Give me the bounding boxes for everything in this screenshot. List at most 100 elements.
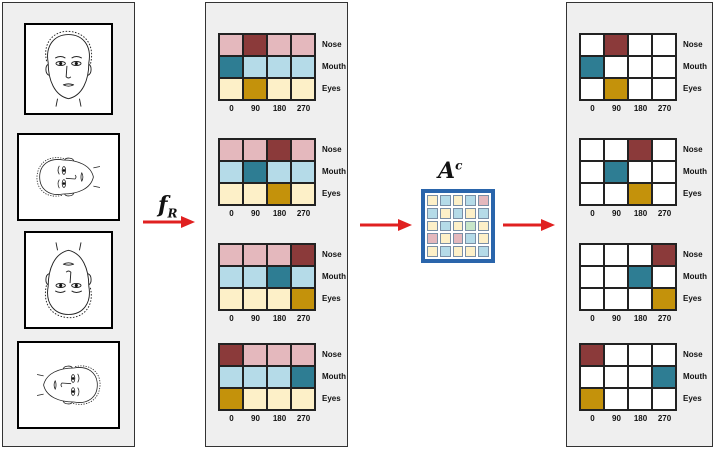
col-label-180: 180	[633, 104, 648, 113]
ac-matrix-cell	[452, 220, 464, 232]
grid-cell-eyes-1	[243, 78, 267, 100]
grid-cell-nose-1	[243, 344, 267, 366]
col-label-270: 270	[657, 414, 672, 423]
arrow-right-icon	[360, 219, 412, 231]
grid-cell-mouth-2	[267, 161, 291, 183]
ac-matrix-cell	[439, 220, 451, 232]
ac-matrix-cell	[465, 233, 477, 245]
col-label-90: 90	[612, 414, 621, 423]
col-label-180: 180	[272, 314, 287, 323]
grid-cell-nose-3	[652, 244, 676, 266]
grid-cell-mouth-2	[628, 366, 652, 388]
grid-cell-eyes-3	[652, 388, 676, 410]
grid-cell-eyes-2	[628, 183, 652, 205]
ac-matrix-cell	[439, 233, 451, 245]
grid-cell-eyes-0	[219, 183, 243, 205]
col-label-90: 90	[612, 314, 621, 323]
row-label-nose: Nose	[683, 350, 703, 359]
grid-cell-mouth-2	[267, 266, 291, 288]
ac-matrix-cell	[427, 233, 438, 245]
ac-matrix-cell	[465, 195, 477, 206]
ac-matrix-cell	[452, 233, 464, 245]
feature-grid	[579, 138, 677, 206]
grid-cell-eyes-1	[243, 388, 267, 410]
grid-cell-nose-1	[604, 344, 628, 366]
row-label-mouth: Mouth	[683, 372, 707, 381]
face-rotated-0	[24, 23, 113, 115]
grid-cell-nose-2	[628, 139, 652, 161]
arrow-right-icon	[143, 216, 195, 228]
grid-cell-eyes-0	[580, 183, 604, 205]
row-label-eyes: Eyes	[322, 294, 341, 303]
grid-cell-nose-2	[628, 244, 652, 266]
ac-matrix-cell	[452, 246, 464, 257]
grid-cell-eyes-3	[291, 183, 315, 205]
grid-cell-nose-2	[628, 344, 652, 366]
grid-cell-nose-0	[580, 244, 604, 266]
col-label-90: 90	[251, 104, 260, 113]
grid-cell-eyes-3	[291, 288, 315, 310]
face-images-panel	[2, 2, 135, 447]
grid-cell-mouth-0	[219, 266, 243, 288]
grid-cell-nose-0	[580, 34, 604, 56]
grid-cell-mouth-0	[219, 366, 243, 388]
ac-matrix-cell	[439, 246, 451, 257]
row-label-mouth: Mouth	[322, 62, 346, 71]
feature-grid	[579, 243, 677, 311]
grid-cell-eyes-2	[628, 388, 652, 410]
ac-matrix-cell	[427, 246, 438, 257]
grid-cell-nose-2	[267, 34, 291, 56]
grid-cell-nose-0	[219, 244, 243, 266]
grid-cell-mouth-2	[628, 56, 652, 78]
row-label-mouth: Mouth	[322, 272, 346, 281]
feature-grid	[218, 138, 316, 206]
ac-matrix-cell	[439, 207, 451, 219]
col-label-0: 0	[229, 209, 234, 218]
grid-cell-mouth-3	[652, 366, 676, 388]
col-label-270: 270	[657, 104, 672, 113]
feature-grid	[218, 343, 316, 411]
grid-cell-eyes-0	[219, 388, 243, 410]
feature-grid	[218, 33, 316, 101]
grid-cell-eyes-2	[267, 288, 291, 310]
col-label-180: 180	[633, 414, 648, 423]
row-label-nose: Nose	[322, 350, 342, 359]
grid-cell-mouth-1	[243, 161, 267, 183]
col-label-0: 0	[229, 314, 234, 323]
ac-matrix-cell	[478, 246, 489, 257]
col-label-90: 90	[612, 209, 621, 218]
face-rotated-180	[24, 231, 113, 329]
feature-grid	[579, 343, 677, 411]
grid-cell-nose-0	[219, 139, 243, 161]
ac-matrix-cell	[478, 207, 489, 219]
grid-cell-mouth-3	[291, 56, 315, 78]
grid-cell-eyes-0	[219, 288, 243, 310]
arrow-right-icon	[503, 219, 555, 231]
col-label-90: 90	[251, 314, 260, 323]
grid-cell-nose-0	[580, 139, 604, 161]
grid-cell-mouth-0	[580, 266, 604, 288]
grid-cell-nose-2	[267, 344, 291, 366]
grid-cell-eyes-1	[604, 78, 628, 100]
col-label-270: 270	[296, 414, 311, 423]
row-label-eyes: Eyes	[683, 294, 702, 303]
grid-cell-eyes-1	[243, 183, 267, 205]
grid-cell-eyes-1	[604, 388, 628, 410]
grid-cell-mouth-0	[580, 161, 604, 183]
grid-cell-nose-0	[219, 344, 243, 366]
col-label-0: 0	[590, 314, 595, 323]
ac-matrix	[421, 189, 495, 263]
fr-label: fR	[158, 192, 178, 221]
col-label-0: 0	[229, 414, 234, 423]
grid-cell-mouth-3	[291, 366, 315, 388]
row-label-eyes: Eyes	[322, 189, 341, 198]
face-rotated-90	[17, 133, 120, 221]
row-label-nose: Nose	[322, 250, 342, 259]
grid-cell-mouth-0	[219, 56, 243, 78]
grid-cell-eyes-2	[267, 78, 291, 100]
face-rotated-270	[17, 341, 120, 429]
col-label-180: 180	[633, 209, 648, 218]
grid-cell-nose-2	[267, 244, 291, 266]
col-label-90: 90	[612, 104, 621, 113]
grid-cell-mouth-3	[291, 161, 315, 183]
